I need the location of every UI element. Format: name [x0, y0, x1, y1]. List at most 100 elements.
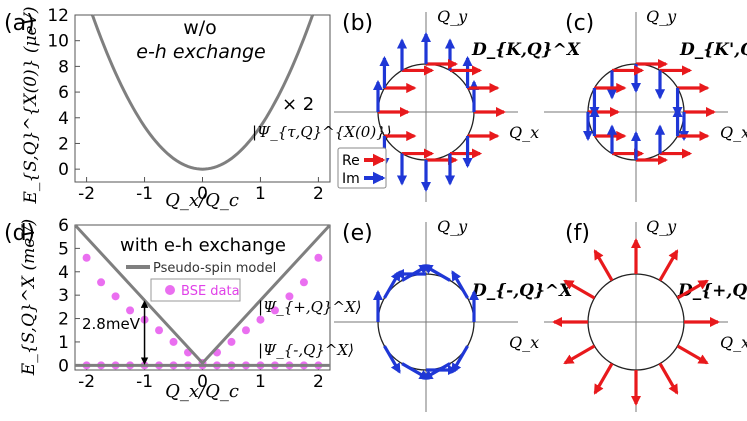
real-part-arrow	[593, 249, 614, 282]
pseudo-spin-model-lines	[73, 223, 332, 367]
field-label-e: D_{-,Q}^X	[471, 281, 573, 301]
bse-data-point	[111, 292, 120, 301]
y-tick-label: 2	[58, 134, 69, 154]
imag-part-arrow	[422, 362, 451, 380]
field-label-c: D_{K',Q}^X	[679, 40, 747, 60]
field-label-f: D_{+,Q}^X	[677, 281, 747, 301]
bse-data-point	[241, 326, 250, 335]
bse-data-point	[299, 278, 308, 287]
x-tick-label: 1	[255, 372, 266, 392]
imag-part-arrow	[383, 345, 401, 374]
vector-field-f	[551, 237, 721, 407]
imag-part-arrow	[451, 270, 469, 299]
legend-dots-box	[150, 278, 241, 302]
real-part-arrow	[563, 344, 596, 365]
x-tick-label: -2	[78, 184, 95, 204]
panel-label-b: (b)	[342, 11, 373, 36]
axis-x-label-c: Q_x	[720, 123, 747, 142]
bse-data-point	[270, 306, 279, 315]
inset-title-line2-a: e-h exchange	[136, 41, 265, 63]
panel-b: (b) Q_y Q_x D_{K,Q}^X Re Im	[334, 7, 581, 202]
x-tick-label: 2	[313, 184, 324, 204]
imag-part-arrow	[422, 264, 451, 282]
legend-re-label: Re	[342, 153, 360, 169]
state-plus-label: |Ψ_{+,Q}^X⟩	[258, 298, 362, 316]
bse-data-point	[97, 278, 106, 287]
state-label-a: |Ψ_{τ,Q}^{X(0)}⟩	[252, 123, 392, 141]
panel-label-d: (d)	[4, 221, 35, 246]
x-tick-label: 2	[313, 372, 324, 392]
axes-e	[334, 222, 518, 412]
y-tick-label: 6	[58, 216, 69, 236]
pseudo-spin-model-line	[73, 223, 332, 366]
bse-data-point	[126, 306, 135, 315]
legend-dot-swatch	[165, 285, 175, 295]
panel-label-e: (e)	[342, 221, 373, 246]
real-part-arrow	[658, 362, 679, 395]
y-tick-label: 6	[58, 83, 69, 103]
field-label-b: D_{K,Q}^X	[471, 40, 581, 60]
axis-y-label-c: Q_y	[646, 7, 677, 26]
legend-im-label: Im	[342, 171, 360, 187]
vector-field-b	[372, 31, 507, 193]
axis-y-label-f: Q_y	[646, 217, 677, 236]
y-tick-label: 4	[58, 109, 69, 129]
y-axis-label-d: E_{S,Q}^X (meV)	[19, 219, 39, 376]
x-tick-label: 0	[197, 372, 208, 392]
legend-dots-label: BSE data	[181, 284, 240, 299]
y-tick-label: 2	[58, 310, 69, 330]
imag-part-arrow	[451, 345, 469, 374]
y-tick-label: 1	[58, 333, 69, 353]
panel-e: (e) Q_y Q_x D_{-,Q}^X	[334, 217, 573, 412]
dispersion-curve-a	[90, 14, 315, 171]
x-tick-label: 0	[197, 184, 208, 204]
y-axis-label-a: E_{S,Q}^{X(0)} (μeV)	[21, 6, 41, 204]
imag-part-arrow	[401, 264, 430, 282]
panel-label-c: (c)	[565, 11, 594, 36]
axis-x-label-b: Q_x	[509, 123, 539, 142]
panel-c: (c) Q_y Q_x D_{K',Q}^X	[544, 7, 747, 202]
inset-title-line1-a: w/o	[183, 17, 217, 39]
axis-y-label-b: Q_y	[437, 7, 468, 26]
bse-data-point	[314, 253, 323, 262]
real-part-arrow	[563, 279, 596, 300]
y-tick-label: 5	[58, 239, 69, 259]
bse-data-point	[285, 292, 294, 301]
x-tick-label: 1	[255, 184, 266, 204]
imag-part-arrow	[401, 362, 430, 380]
x-tick-label: -1	[136, 184, 153, 204]
axis-x-label-f: Q_x	[720, 333, 747, 352]
imag-part-arrow	[383, 270, 401, 299]
y-tick-label: 0	[58, 160, 69, 180]
state-minus-label: |Ψ_{-,Q}^X⟩	[258, 341, 354, 359]
multiplicity-a: × 2	[282, 94, 314, 115]
axis-x-label-e: Q_x	[509, 333, 539, 352]
y-tick-label: 8	[58, 57, 69, 77]
x-ticks-a: -2 -1 0 1 2	[78, 177, 324, 204]
bse-data-point	[256, 315, 265, 324]
bse-data-point	[169, 337, 178, 346]
inset-title-d: with e-h exchange	[120, 235, 286, 256]
y-tick-label: 4	[58, 263, 69, 283]
panel-f: (f) Q_y Q_x D_{+,Q}^X	[544, 217, 747, 412]
axis-y-label-e: Q_y	[437, 217, 468, 236]
x-axis-label-d: Q_x/Q_c	[165, 381, 239, 402]
y-tick-label: 10	[47, 32, 69, 52]
bse-data-point	[82, 253, 91, 262]
x-tick-label: -2	[78, 372, 95, 392]
x-tick-label: -1	[136, 372, 153, 392]
real-part-arrow	[593, 362, 614, 395]
vector-field-e	[372, 264, 480, 380]
legend-line-label: Pseudo-spin model	[153, 261, 276, 276]
gap-label: 2.8meV	[82, 315, 141, 333]
real-part-arrow	[676, 344, 709, 365]
vector-field-c	[582, 58, 717, 166]
panel-label-a: (a)	[4, 11, 35, 36]
real-part-arrow	[676, 279, 709, 300]
x-axis-label-a: Q_x/Q_c	[165, 190, 239, 211]
